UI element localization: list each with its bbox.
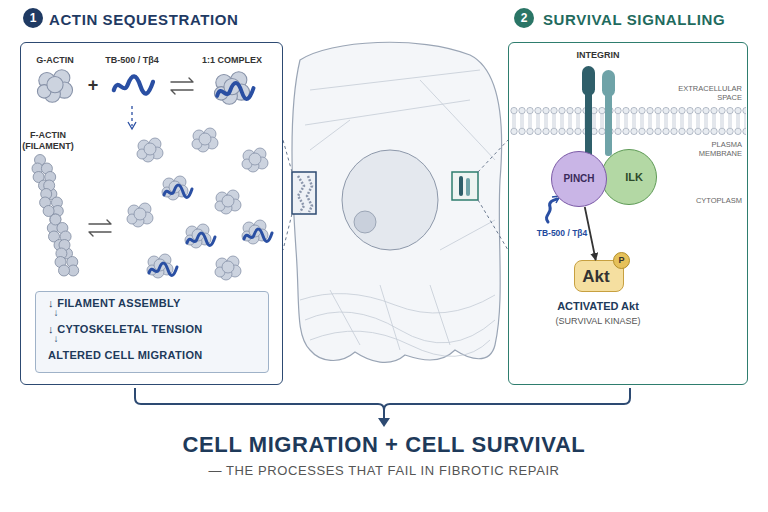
membrane-illustration bbox=[510, 66, 746, 222]
phosphate-circle: P bbox=[613, 252, 630, 269]
illustration-part bbox=[420, 80, 495, 160]
step-arrow: ↓ bbox=[46, 307, 66, 319]
illustration-part bbox=[310, 331, 490, 356]
equilibrium-arrow bbox=[89, 220, 111, 236]
illustration-part bbox=[187, 233, 215, 245]
illustration-part bbox=[310, 70, 480, 90]
arrow-head bbox=[128, 122, 136, 129]
callout-number: 1 bbox=[23, 11, 43, 25]
panel-heading: SURVIVAL SIGNALLING bbox=[543, 11, 768, 29]
panel-box: ACTIN SEQUESTRATION↓ FILAMENT ASSEMBLY↓ … bbox=[20, 42, 283, 385]
plus-sign: + bbox=[83, 75, 103, 97]
molecule-label: TB-500 / Tβ4 bbox=[87, 55, 177, 66]
illustration-part bbox=[310, 120, 350, 150]
illustration-part bbox=[354, 211, 376, 233]
illustration-part bbox=[215, 256, 241, 280]
protein-name: PINCH bbox=[563, 174, 594, 184]
effect-text: ALTERED CELL MIGRATION bbox=[48, 349, 262, 362]
phosphate-mark: P bbox=[618, 256, 624, 265]
illustration-part bbox=[217, 83, 253, 99]
illustration-part bbox=[342, 150, 438, 250]
illustration-part bbox=[89, 232, 111, 236]
region-label: PLASMA MEMBRANE bbox=[678, 140, 742, 158]
conclusion-text: CELL MIGRATION + CELL SURVIVAL bbox=[64, 432, 704, 458]
illustration-part bbox=[244, 229, 272, 241]
illustration-part bbox=[137, 138, 163, 162]
illustration-part bbox=[300, 70, 495, 356]
callout-circle bbox=[514, 8, 534, 28]
illustration-part bbox=[192, 128, 218, 152]
illustration-part bbox=[89, 220, 111, 224]
molecule-label: TB-500 / Tβ4 bbox=[522, 228, 602, 238]
panel-heading: ACTIN SEQUESTRATION bbox=[49, 11, 289, 29]
cell-illustration bbox=[283, 42, 508, 362]
illustration-part bbox=[478, 200, 508, 250]
callout-number: 2 bbox=[514, 11, 534, 25]
illustration-part bbox=[305, 100, 470, 125]
conclusion-subtext: — THE PROCESSES THAT FAIL IN FIBROTIC RE… bbox=[64, 463, 704, 479]
effect-text: ↓ FILAMENT ASSEMBLY bbox=[48, 297, 262, 310]
illustration-part bbox=[283, 140, 292, 172]
illustration-part bbox=[305, 312, 495, 343]
kinase-label: ACTIVATED Akt bbox=[533, 300, 663, 313]
illustration-part bbox=[605, 92, 612, 156]
dashed-arrow bbox=[131, 106, 132, 126]
illustration-part bbox=[37, 70, 72, 102]
illustration-part bbox=[298, 176, 312, 212]
illustration-part bbox=[127, 203, 153, 227]
signal-arrow bbox=[585, 207, 596, 260]
illustration-part bbox=[466, 178, 470, 196]
illustration-part bbox=[59, 265, 70, 276]
molecule-label: F-ACTIN (FILAMENT) bbox=[16, 130, 80, 152]
panel-box: SURVIVAL SIGNALLINGPINCHILKAktP bbox=[508, 42, 748, 385]
arrow-head bbox=[378, 418, 390, 427]
illustration-part bbox=[149, 263, 177, 275]
molecule-label: 1:1 COMPLEX bbox=[192, 55, 272, 66]
illustration-part bbox=[292, 172, 316, 214]
callout-circle bbox=[23, 8, 43, 28]
illustration-part bbox=[330, 290, 360, 345]
illustration-part bbox=[300, 294, 495, 313]
kinase-name: Akt bbox=[582, 268, 609, 285]
protein-name: ILK bbox=[625, 172, 643, 183]
illustration-part bbox=[384, 388, 630, 410]
summary-box: ↓ FILAMENT ASSEMBLY ↓ CYTOSKELETAL TENSIO… bbox=[35, 291, 269, 373]
illustration-part bbox=[114, 76, 153, 93]
illustration-part bbox=[478, 140, 508, 172]
molecule-label: G-ACTIN bbox=[20, 55, 90, 66]
kinase-box: AktP bbox=[574, 260, 624, 292]
actin-illustration bbox=[32, 70, 272, 280]
illustration-part bbox=[546, 199, 557, 222]
merge-bracket bbox=[135, 388, 630, 420]
illustration-part bbox=[459, 176, 463, 196]
step-arrow: ↓ bbox=[46, 333, 66, 345]
illustration-part bbox=[440, 220, 495, 250]
illustration-part bbox=[171, 90, 193, 94]
protein-label: INTEGRIN bbox=[563, 50, 633, 61]
illustration-part bbox=[430, 285, 450, 345]
illustration-part bbox=[380, 285, 400, 350]
illustration-part bbox=[215, 190, 241, 214]
illustration-part bbox=[582, 66, 595, 96]
kinase-note: (SURVIVAL KINASE) bbox=[533, 316, 663, 327]
protein-circle: ILK bbox=[601, 149, 657, 205]
region-label: EXTRACELLULAR SPACE bbox=[678, 84, 742, 102]
illustration-part bbox=[242, 148, 268, 172]
illustration-part bbox=[164, 185, 192, 197]
illustration-part bbox=[585, 92, 592, 160]
illustration-part bbox=[283, 214, 292, 250]
effect-text: ↓ CYTOSKELETAL TENSION bbox=[48, 323, 262, 336]
region-label: CYTOPLASM bbox=[678, 196, 742, 205]
illustration-part bbox=[452, 172, 478, 200]
illustration-part bbox=[135, 388, 384, 420]
equilibrium-arrow bbox=[171, 78, 193, 94]
illustration-part bbox=[510, 107, 746, 135]
illustration-part bbox=[292, 42, 502, 362]
illustration-part bbox=[171, 78, 193, 82]
protein-circle: PINCH bbox=[551, 151, 607, 207]
illustration-part bbox=[283, 140, 508, 250]
actin-filament bbox=[32, 155, 79, 277]
